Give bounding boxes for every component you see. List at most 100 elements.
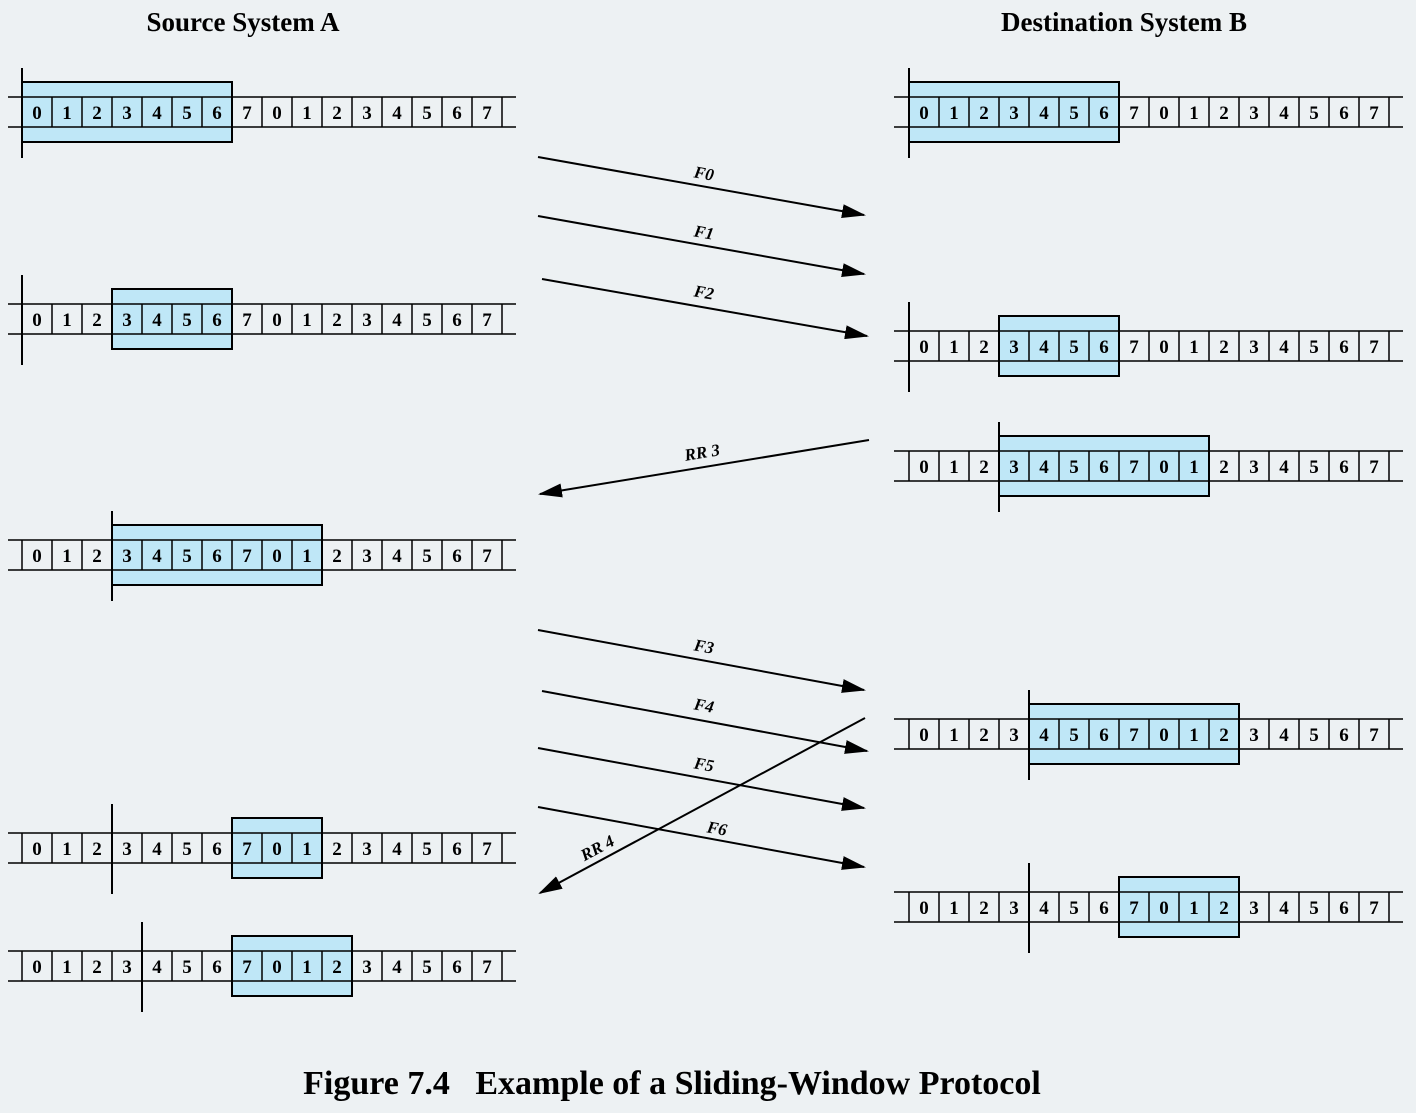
message-label: F2 <box>692 281 716 303</box>
sequence-number-cell: 7 <box>1369 457 1379 478</box>
sequence-number-cell: 5 <box>1069 457 1079 478</box>
message-arrow <box>541 690 869 754</box>
sequence-number-cell: 6 <box>1339 103 1349 124</box>
sequence-number-cell: 4 <box>1039 337 1049 358</box>
sequence-number-cell: 3 <box>122 839 132 860</box>
message-f2: F2 <box>541 278 869 340</box>
sequence-number-cell: 4 <box>152 546 162 567</box>
sequence-number-cell: 6 <box>452 957 462 978</box>
sequence-number-cell: 1 <box>62 103 72 124</box>
message-label: RR 4 <box>576 831 617 865</box>
sequence-number-cell: 6 <box>1339 725 1349 746</box>
sequence-number-cell: 3 <box>122 310 132 331</box>
sequence-number-cell: 1 <box>1189 337 1199 358</box>
source-window-box <box>21 81 233 143</box>
message-label: F5 <box>692 753 716 776</box>
sequence-number-cell: 4 <box>1279 457 1289 478</box>
sequence-number-cell: 2 <box>92 957 102 978</box>
sequence-number-cell: 7 <box>242 546 252 567</box>
sequence-number-cell: 2 <box>1219 457 1229 478</box>
sequence-number-cell: 1 <box>62 310 72 331</box>
sequence-number-cell: 5 <box>182 310 192 331</box>
sequence-number-cell: 5 <box>1309 337 1319 358</box>
sequence-number-cell: 0 <box>32 839 42 860</box>
sequence-number-cell: 7 <box>482 310 492 331</box>
sequence-number-cell: 2 <box>979 457 989 478</box>
sequence-number-cell: 1 <box>62 839 72 860</box>
sequence-number-cell: 5 <box>422 957 432 978</box>
sequence-number-cell: 4 <box>152 310 162 331</box>
sequence-number-cell: 7 <box>1369 337 1379 358</box>
message-label: F3 <box>692 635 716 658</box>
sequence-number-cell: 4 <box>1279 103 1289 124</box>
sequence-number-cell: 3 <box>362 103 372 124</box>
sequence-number-cell: 2 <box>332 839 342 860</box>
sequence-number-cell: 0 <box>272 103 282 124</box>
sequence-number-cell: 6 <box>212 310 222 331</box>
sequence-number-cell: 1 <box>1189 898 1199 919</box>
sequence-number-cell: 2 <box>979 725 989 746</box>
sequence-number-cell: 7 <box>1129 898 1139 919</box>
sequence-number-cell: 7 <box>1129 337 1139 358</box>
sequence-number-cell: 3 <box>122 957 132 978</box>
sequence-number-cell: 6 <box>1339 898 1349 919</box>
sequence-number-cell: 4 <box>1279 898 1289 919</box>
message-f4: F4 <box>541 690 869 754</box>
sequence-number-cell: 1 <box>949 103 959 124</box>
sequence-number-cell: 4 <box>152 957 162 978</box>
sequence-number-cell: 2 <box>1219 898 1229 919</box>
sequence-number-cell: 4 <box>392 839 402 860</box>
sequence-number-cell: 4 <box>1279 337 1289 358</box>
sequence-number-cell: 7 <box>1129 725 1139 746</box>
sequence-number-cell: 0 <box>1159 103 1169 124</box>
sequence-number-cell: 7 <box>1129 103 1139 124</box>
sequence-number-cell: 6 <box>452 839 462 860</box>
sequence-number-cell: 1 <box>302 310 312 331</box>
message-arrow <box>537 806 866 870</box>
sequence-number-cell: 2 <box>1219 337 1229 358</box>
sequence-number-cell: 5 <box>182 957 192 978</box>
sequence-number-cell: 5 <box>422 839 432 860</box>
destination-window-box <box>1028 703 1240 765</box>
message-arrow <box>541 278 869 340</box>
sequence-number-cell: 6 <box>212 839 222 860</box>
sequence-number-cell: 6 <box>452 546 462 567</box>
sequence-number-cell: 3 <box>1009 898 1019 919</box>
sequence-number-cell: 3 <box>362 546 372 567</box>
sequence-number-cell: 0 <box>32 957 42 978</box>
message-arrow <box>538 439 870 498</box>
sequence-number-cell: 2 <box>332 310 342 331</box>
sequence-number-cell: 4 <box>152 103 162 124</box>
sequence-number-cell: 0 <box>32 546 42 567</box>
sequence-number-cell: 2 <box>332 957 342 978</box>
sequence-number-cell: 3 <box>362 957 372 978</box>
sequence-number-cell: 5 <box>422 546 432 567</box>
sequence-number-cell: 6 <box>452 310 462 331</box>
sequence-number-cell: 2 <box>1219 103 1229 124</box>
sequence-number-cell: 7 <box>482 957 492 978</box>
sequence-number-cell: 1 <box>302 957 312 978</box>
message-arrow <box>538 717 866 894</box>
sequence-number-cell: 0 <box>272 310 282 331</box>
sequence-number-cell: 0 <box>1159 337 1169 358</box>
message-arrow <box>537 629 866 693</box>
message-rr-3: RR 3 <box>538 439 870 498</box>
sequence-number-cell: 6 <box>1099 457 1109 478</box>
destination-system-heading: Destination System B <box>1001 7 1247 37</box>
sequence-number-cell: 6 <box>1339 457 1349 478</box>
sequence-number-cell: 5 <box>1069 898 1079 919</box>
sequence-number-cell: 5 <box>1069 337 1079 358</box>
sequence-number-cell: 2 <box>332 546 342 567</box>
sequence-number-cell: 0 <box>1159 898 1169 919</box>
sequence-number-cell: 2 <box>979 337 989 358</box>
sequence-number-cell: 1 <box>62 546 72 567</box>
source-window-box <box>231 817 323 879</box>
sequence-number-cell: 3 <box>1009 725 1019 746</box>
sequence-number-cell: 5 <box>422 310 432 331</box>
